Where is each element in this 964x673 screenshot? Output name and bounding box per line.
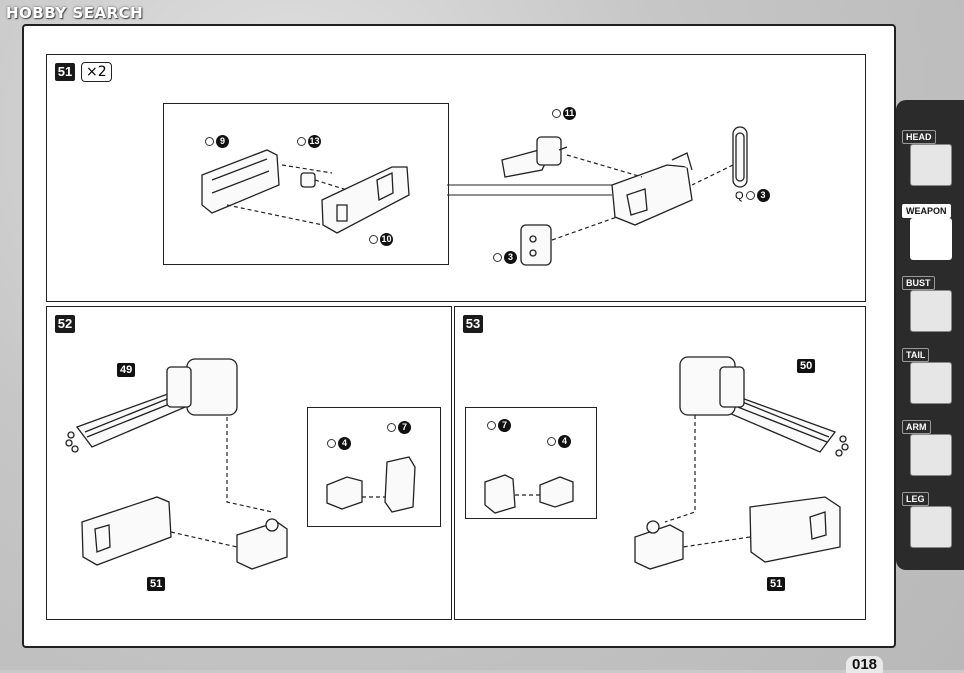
step-51-panel: 51 ×2 — [46, 54, 866, 302]
step-number: 53 — [463, 315, 483, 333]
sidebar-item-arm[interactable]: ARM — [902, 420, 956, 480]
step-number: 52 — [55, 315, 75, 333]
weapon-icon — [910, 218, 952, 260]
sidebar-item-label: TAIL — [902, 348, 930, 362]
part-label-13: 13 — [297, 135, 321, 148]
part-13-drawing — [300, 172, 316, 188]
tail-icon — [910, 362, 952, 404]
callout-51: 51 — [147, 577, 166, 591]
sidebar-item-label: LEG — [902, 492, 929, 506]
part-label-9: 9 — [205, 135, 229, 148]
sidebar-item-label: HEAD — [902, 130, 936, 144]
part-4-drawing — [539, 476, 574, 508]
watermark: HOBBY SEARCH — [6, 4, 143, 22]
head-icon — [910, 144, 952, 186]
gatling-barrel-49-drawing — [65, 358, 238, 453]
part-4-drawing — [326, 476, 363, 510]
main-block-drawing — [611, 152, 693, 226]
watermark-text: HOBBY SEARCH — [6, 4, 144, 22]
part-7-drawing — [384, 456, 416, 513]
instruction-sheet: 51 ×2 — [22, 24, 896, 648]
part-label-10: 10 — [369, 233, 393, 246]
sidebar-item-head[interactable]: HEAD — [902, 130, 956, 190]
callout-50: 50 — [797, 359, 816, 373]
connector-drawing — [236, 518, 288, 570]
part-3-block-drawing — [520, 224, 552, 266]
gatling-barrel-50-drawing — [679, 356, 849, 457]
step-53-panel: 53 — [454, 306, 866, 620]
part-9-drawing — [201, 149, 280, 214]
part-label-3: 3 — [493, 251, 517, 264]
arm-icon — [910, 434, 952, 476]
part-10-drawing — [321, 166, 410, 234]
sub-assembly-box — [307, 407, 441, 527]
step-53-diagram — [484, 356, 849, 570]
part-label-11: 11 — [552, 107, 576, 120]
page-number: 018 — [846, 656, 884, 673]
part-label-7: 7 — [387, 421, 411, 434]
bust-icon — [910, 290, 952, 332]
callout-49: 49 — [117, 363, 136, 377]
part-label-7: 7 — [487, 419, 511, 432]
callout-51: 51 — [767, 577, 786, 591]
sidebar-item-label: WEAPON — [902, 204, 951, 218]
section-sidebar: HEAD WEAPON BUST TAIL ARM LEG — [896, 100, 964, 570]
sidebar-item-weapon[interactable]: WEAPON — [902, 204, 956, 264]
sidebar-item-label: BUST — [902, 276, 935, 290]
sidebar-item-bust[interactable]: BUST — [902, 276, 956, 336]
assembly-51-drawing — [749, 496, 841, 563]
part-11-drawing — [501, 136, 568, 178]
part-7-drawing — [484, 474, 516, 514]
quantity-multiplier: ×2 — [81, 62, 112, 82]
leg-icon — [910, 506, 952, 548]
assembly-51-drawing — [81, 496, 172, 566]
part-3-clip-drawing — [732, 126, 748, 188]
step-51-diagram — [201, 126, 748, 266]
step-number: 51 — [55, 63, 75, 81]
connector-drawing — [634, 520, 684, 570]
part-label-4: 4 — [327, 437, 351, 450]
sidebar-item-leg[interactable]: LEG — [902, 492, 956, 552]
sidebar-item-tail[interactable]: TAIL — [902, 348, 956, 408]
step-52-panel: 52 — [46, 306, 452, 620]
part-label-4: 4 — [547, 435, 571, 448]
sidebar-item-label: ARM — [902, 420, 931, 434]
step-52-diagram — [65, 358, 416, 570]
